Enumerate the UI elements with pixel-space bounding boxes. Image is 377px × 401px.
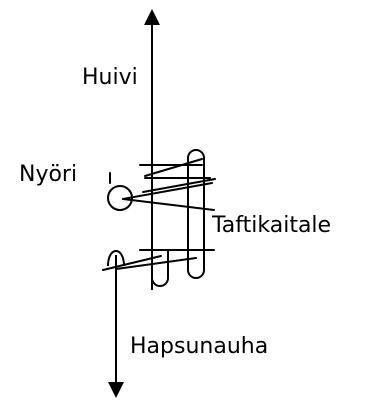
right-loop: [187, 149, 205, 279]
down-arrow: [107, 250, 125, 383]
diagonal-4: [122, 198, 215, 211]
label-nyori: Nyöri: [19, 162, 77, 187]
label-taftikaitale: Taftikaitale: [211, 213, 331, 238]
knot-strands: [102, 149, 216, 287]
label-hapsunauha: Hapsunauha: [130, 334, 268, 359]
diagonal-1: [144, 158, 203, 177]
down-arrow-hook: [107, 250, 125, 267]
diagonal-6: [115, 257, 197, 270]
left-loop: [151, 249, 169, 287]
down-arrow-head: [108, 382, 124, 398]
up-arrow-head: [144, 9, 160, 25]
diagonal-5: [102, 255, 162, 271]
label-huivi: Huivi: [82, 65, 138, 90]
diagonal-2: [142, 178, 216, 193]
diagonal-3: [122, 182, 213, 200]
